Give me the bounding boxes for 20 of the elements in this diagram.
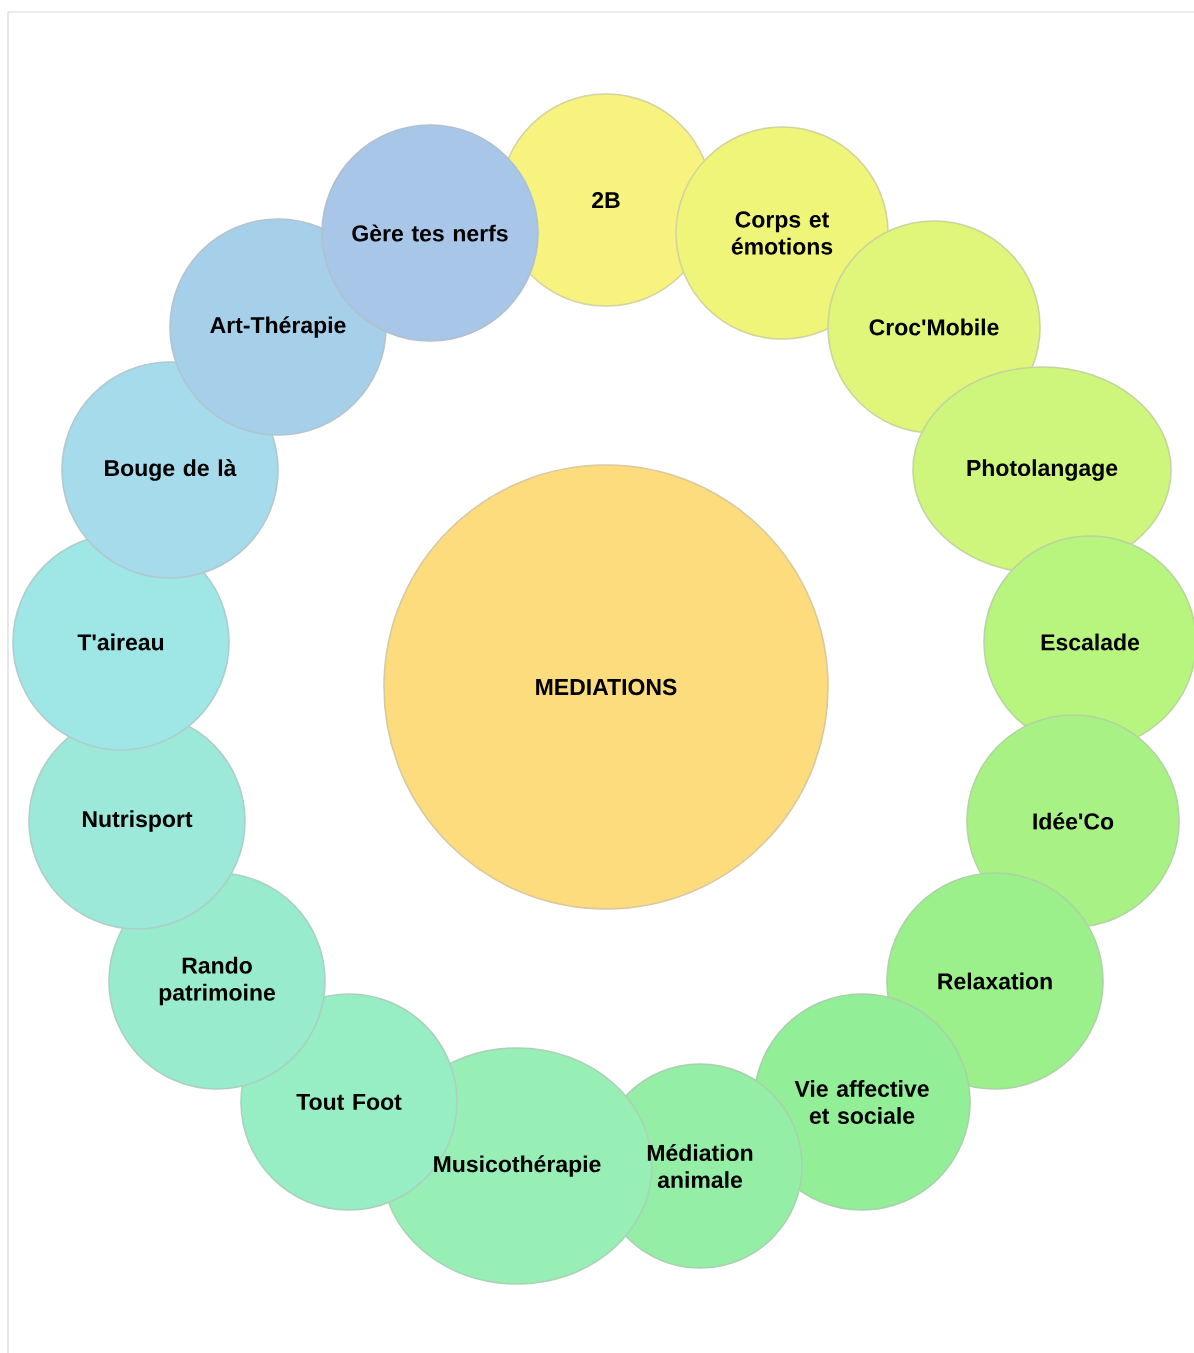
- bubble-label: Nutrisport: [82, 810, 193, 832]
- bubble-label: Corps et émotions: [731, 211, 833, 255]
- bubble-label: Croc'Mobile: [869, 318, 999, 336]
- bubble-label: Bouge de là: [105, 459, 237, 481]
- bubble-label: Gère tes nerfs: [352, 224, 508, 242]
- bubble-label: Rando patrimoine: [159, 956, 275, 1006]
- bubble-label: Art-Thérapie: [210, 316, 346, 338]
- bubble-label: T'aireau: [77, 633, 164, 651]
- bubble: [912, 366, 1172, 574]
- bubble-label: Musicothérapie: [434, 1155, 601, 1177]
- center-circle: [383, 464, 829, 910]
- bubble-label: Médiation animale: [647, 1143, 753, 1189]
- bubble-label: Idée'Co: [1033, 812, 1114, 830]
- bubble-label: Escalade: [1041, 633, 1140, 651]
- bubble-label: Tout Foot: [296, 1094, 402, 1111]
- bubble-label: 2B: [592, 191, 620, 209]
- bubble-label: MEDIATIONS: [536, 678, 677, 696]
- bubble-label: Vie affective et sociale: [794, 1080, 929, 1124]
- bubble-label: Relaxation: [938, 972, 1052, 990]
- bubble-label: Photolangage: [967, 459, 1118, 481]
